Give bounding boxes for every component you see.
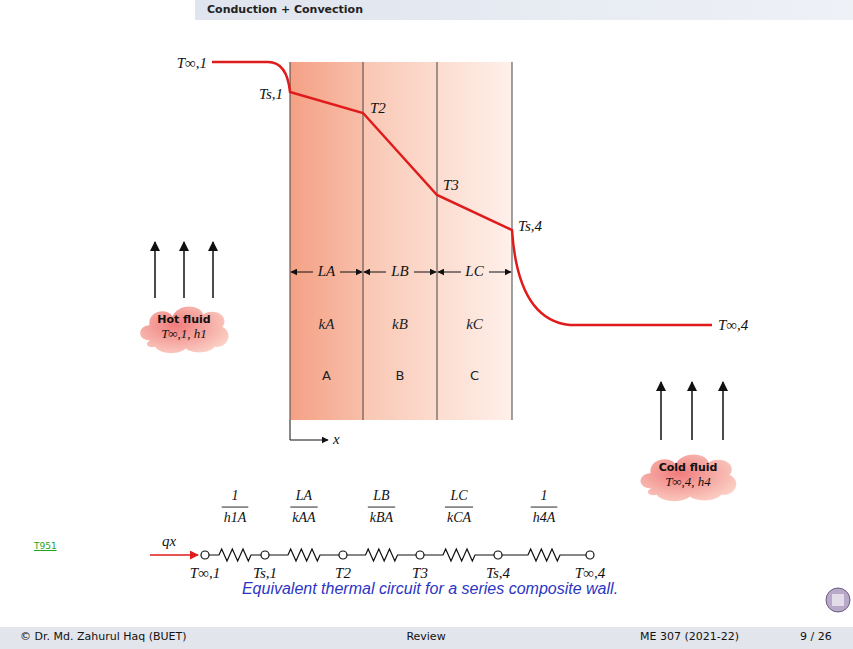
circuit-node-label: T∞,4 [575, 565, 605, 582]
fraction-numerator: LB [373, 488, 389, 504]
circuit-node-label: T∞,1 [190, 565, 220, 582]
dimension-label: LB [391, 263, 409, 280]
heat-flow-arrow [150, 554, 198, 556]
circuit-node-label: Ts,4 [486, 565, 510, 582]
resistor-symbol [502, 549, 586, 561]
axis-label: x [333, 431, 340, 448]
circuit-node [201, 551, 209, 559]
university-logo [826, 588, 850, 612]
fraction-numerator: LC [450, 488, 467, 504]
figure-caption: Equivalent thermal circuit for a series … [242, 580, 618, 598]
fluid-cloud: Hot fluidT∞,1, h1 [136, 300, 232, 354]
slab-fill [437, 62, 512, 420]
fluid-cloud: Cold fluidT∞,4, h4 [636, 448, 740, 502]
conductivity-label: kC [466, 316, 483, 333]
wall-layer: kC C [437, 62, 512, 420]
reference-link: T951 [34, 541, 57, 551]
temperature-profile [212, 62, 712, 325]
slab-fill [290, 62, 363, 420]
resistor-symbol [209, 549, 261, 561]
slide-title: Conduction + Convection [207, 3, 363, 16]
circuit-node [586, 551, 594, 559]
fraction-denominator: kCA [447, 510, 471, 526]
fluid-name: Cold fluid [659, 461, 718, 474]
fraction-bar [531, 507, 558, 508]
resistor-symbol [347, 549, 416, 561]
fraction-numerator: 1 [232, 488, 239, 504]
circuit-node-label: T3 [412, 565, 428, 582]
dimension-label: LA [318, 263, 336, 280]
footer-bar [0, 627, 853, 649]
fraction-denominator: kAA [292, 510, 315, 526]
layer-name: A [322, 368, 331, 383]
slab-fill [363, 62, 437, 420]
circuit-node [261, 551, 269, 559]
resistor-symbol [424, 549, 494, 561]
fraction-bar [445, 507, 473, 508]
conductivity-label: kA [319, 316, 335, 333]
footer-text: 9 / 26 [800, 631, 832, 644]
x-axis [290, 420, 328, 440]
layer-name: B [396, 368, 405, 383]
footer-text: Review [406, 631, 445, 644]
fraction-bar [368, 507, 395, 508]
circuit-node-label: Ts,1 [253, 565, 277, 582]
conductivity-label: kB [392, 316, 408, 333]
fraction-numerator: 1 [541, 488, 548, 504]
wall-layer: kA A [290, 62, 363, 420]
circuit-node [494, 551, 502, 559]
circuit-node-label: T2 [335, 565, 351, 582]
slab-borders [290, 62, 512, 420]
footer-text: ME 307 (2021-22) [640, 631, 739, 644]
layer-name: C [470, 368, 479, 383]
temperature-label: Ts,4 [518, 218, 542, 235]
fraction-denominator: h1A [224, 510, 247, 526]
fraction-denominator: kBA [370, 510, 393, 526]
temperature-label: T∞,1 [177, 55, 207, 72]
flow-arrows [155, 242, 723, 440]
heat-rate-label: qx [162, 533, 176, 550]
dimension-label: LC [465, 263, 483, 280]
header-bar [195, 0, 853, 20]
resistor-symbol [269, 549, 339, 561]
footer-text: © Dr. Md. Zahurul Haq (BUET) [20, 631, 187, 644]
circuit-node [339, 551, 347, 559]
fluid-properties: T∞,4, h4 [665, 474, 711, 490]
temperature-label: T∞,4 [718, 317, 748, 334]
circuit-node [416, 551, 424, 559]
fraction-bar [290, 507, 317, 508]
temperature-label: T3 [443, 177, 459, 194]
fraction-bar [222, 507, 249, 508]
fluid-properties: T∞,1, h1 [161, 326, 207, 342]
fraction-denominator: h4A [533, 510, 556, 526]
thermal-circuit [201, 549, 594, 561]
fluid-name: Hot fluid [157, 313, 210, 326]
temperature-label: Ts,1 [259, 86, 283, 103]
temperature-label: T2 [370, 100, 386, 117]
fraction-numerator: LA [296, 488, 312, 504]
